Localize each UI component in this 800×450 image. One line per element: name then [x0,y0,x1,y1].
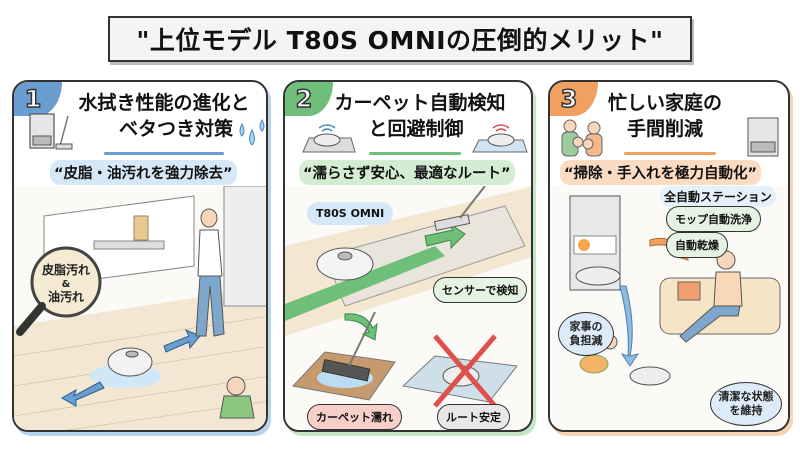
carpet-detection-illustration [285,186,531,430]
page-title: "上位モデル T80S OMNIの圧倒的メリット" [136,26,664,55]
panel-subtitle: “掃除・手入れを極力自動化” [560,160,762,185]
sensor-label: センサーで検知 [433,277,528,303]
panel-water-mopping: 1 水拭き性能の進化と ベタつき対策 “皮脂・油汚れを強力除去” 皮脂汚れ & … [12,80,268,432]
kitchen-scene-illustration: 皮脂汚れ & 油汚れ [14,186,266,430]
heading-underline [624,152,716,155]
panel-heading: 忙しい家庭の 手間削減 [607,92,722,140]
station-label: 全自動ステーション [660,186,776,207]
panel-busy-household: 3 忙しい家庭の 手間削減 “掃除・手入れを極力自動化” 全自動ステーション モ… [548,80,790,432]
heading-underline [369,152,461,155]
speech-bubble-less-chores: 家事の負担減 [558,312,614,356]
panel-number-tab: 1 [14,82,62,116]
panel-subtitle: “濡らさず安心、最適なルート” [299,160,515,185]
panel-subtitle: “皮脂・油汚れを強力除去” [50,160,237,185]
station-icon [29,113,73,150]
heading-underline [104,152,224,155]
mop-auto-wash-label: モップ自動洗浄 [666,206,761,232]
family-icon [561,119,603,157]
robot-avoid-carpet-icon [472,124,528,153]
station-icon [747,117,779,157]
model-label: T80S OMNI [307,202,394,225]
robot-on-carpet-icon [302,124,356,153]
carpet-wet-label: カーペット濡れ [307,404,402,430]
route-stable-label: ルート安定 [437,404,510,430]
magnifier-label-1: 皮脂汚れ [41,262,90,277]
auto-dry-label: 自動乾燥 [666,232,728,258]
speech-bubble-keep-clean: 清潔な状態を維持 [710,382,782,426]
panel-heading: 水拭き性能の進化と ベタつき対策 [78,92,250,140]
page-title-box: "上位モデル T80S OMNIの圧倒的メリット" [108,16,692,62]
panel-heading: カーペット自動検知 と回避制御 [334,92,506,140]
panel-carpet-detection: 2 カーペット自動検知 と回避制御 “濡らさず安心、最適なルート” [283,80,533,432]
magnifier-label-2: & [62,279,71,290]
magnifier-label-3: 油汚れ [48,289,84,304]
water-drops-icon [239,118,265,146]
